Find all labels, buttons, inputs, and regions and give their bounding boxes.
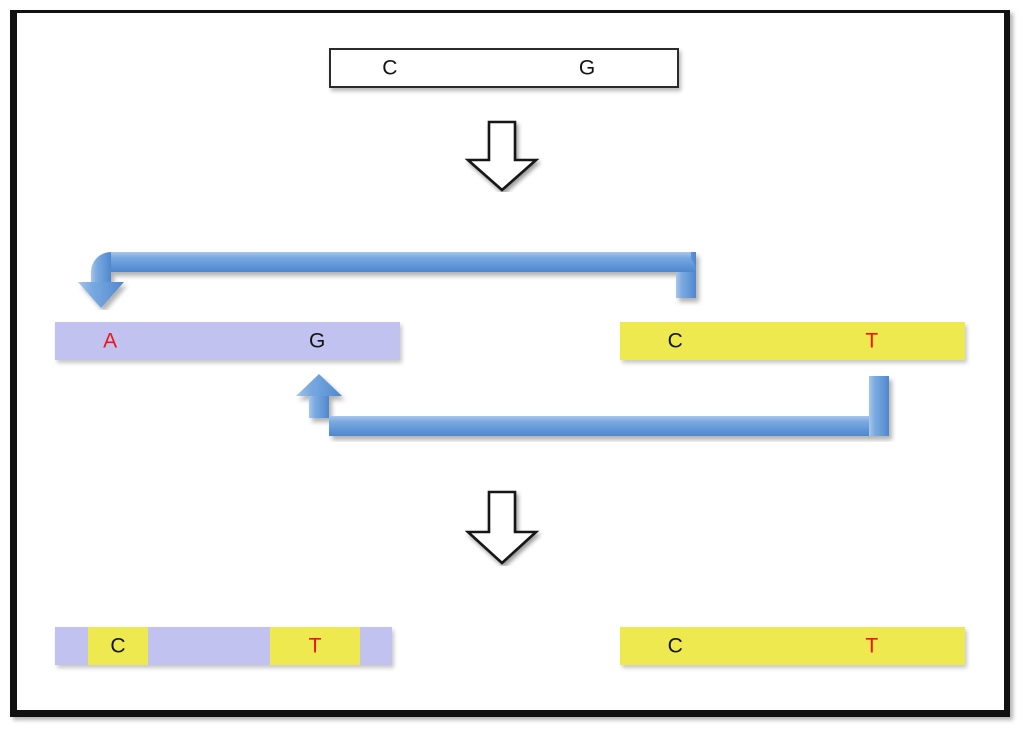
step-arrow-down-icon-1 xyxy=(464,120,540,192)
base-letter-c-middle-right: C xyxy=(667,329,683,353)
upper-transfer-arrow xyxy=(78,252,696,308)
step-arrow-down-icon-2 xyxy=(464,490,540,565)
base-letter-c-bottom-right: C xyxy=(667,634,683,658)
base-letter-c-bottom-left: C xyxy=(110,634,126,658)
base-letter-g-middle-left: G xyxy=(309,329,326,353)
bottom-yellow-bar: C T xyxy=(620,627,965,665)
base-letter-t-middle-right: T xyxy=(865,329,879,353)
middle-purple-bar: A G xyxy=(55,322,400,360)
base-letter-g-top: G xyxy=(578,56,596,80)
base-letter-t-bottom-left: T xyxy=(308,634,322,658)
bottom-purple-bar-with-inserts: C T xyxy=(55,627,392,665)
middle-yellow-bar: C T xyxy=(620,322,965,360)
yellow-insert-1: C xyxy=(88,627,148,665)
lower-transfer-arrow xyxy=(296,374,889,436)
base-letter-a-middle-left: A xyxy=(103,329,118,353)
initial-sequence-box: C G xyxy=(329,48,679,88)
base-letter-t-bottom-right: T xyxy=(865,634,879,658)
figure-frame xyxy=(10,10,1010,717)
base-letter-c-top: C xyxy=(382,56,398,80)
yellow-insert-2: T xyxy=(270,627,360,665)
